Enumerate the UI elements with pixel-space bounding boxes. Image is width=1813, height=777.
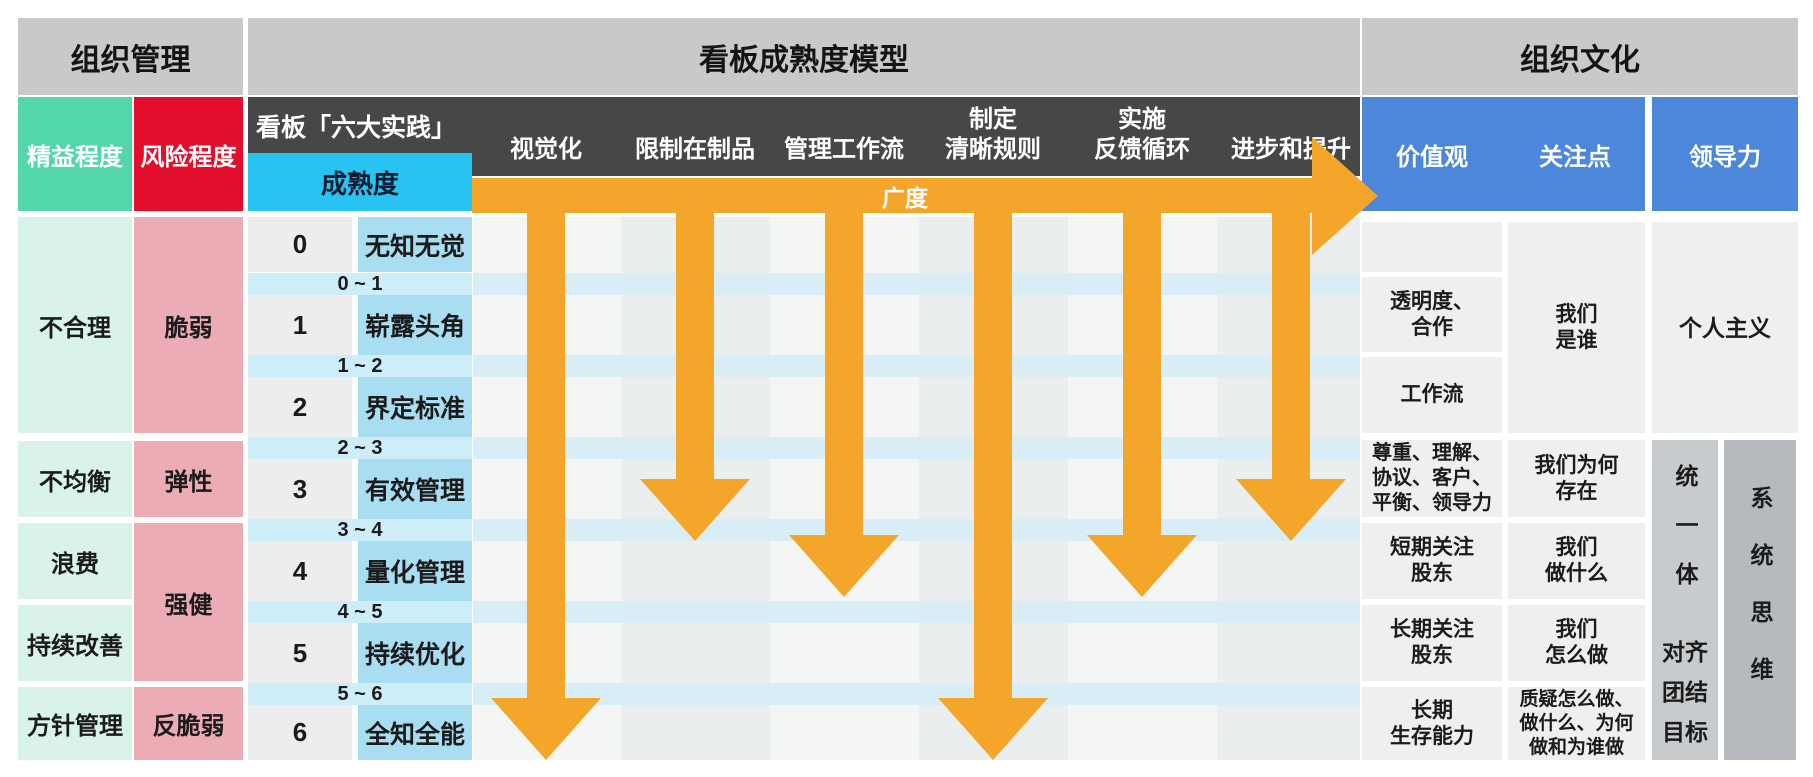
lean-cell-policy-management: 方针管理 xyxy=(18,687,132,760)
level-number: 6 xyxy=(248,705,352,760)
section-header-organization-culture: 组织文化 xyxy=(1362,18,1798,95)
focus-header: 关注点 xyxy=(1539,143,1611,171)
level-transition: 0 ~ 1 xyxy=(248,273,472,295)
leadership-header: 领导力 xyxy=(1652,97,1798,211)
level-transition: 3 ~ 4 xyxy=(248,519,472,541)
six-practices-label: 看板「六大实践」 xyxy=(256,114,457,142)
level-transition: 4 ~ 5 xyxy=(248,601,472,623)
leadership-cell-systems-thinking: 系统思维 xyxy=(1724,440,1796,760)
transition-band xyxy=(473,355,1360,377)
leadership-systems-thinking-label: 系统思维 xyxy=(1747,486,1773,714)
risk-cell-fragile: 脆弱 xyxy=(134,217,243,433)
level-name: 持续优化 xyxy=(358,623,472,683)
breadth-label: 广度 xyxy=(882,185,928,211)
depth-arrow-explicit-policies xyxy=(938,205,1048,760)
risk-cell-robust: 强健 xyxy=(134,523,243,681)
level-name: 有效管理 xyxy=(358,459,472,519)
values-cell-workflow: 工作流 xyxy=(1362,357,1502,433)
transition-band xyxy=(473,601,1360,623)
focus-cell-who-we-are: 我们 是谁 xyxy=(1508,222,1645,433)
transition-band xyxy=(473,683,1360,705)
practice-explicit-policies: 制定 清晰规则 xyxy=(945,106,1041,163)
level-transition: 5 ~ 6 xyxy=(248,683,472,705)
section-header-kanban-maturity-model: 看板成熟度模型 xyxy=(248,18,1360,95)
leadership-cell-individualism: 个人主义 xyxy=(1652,222,1798,433)
lean-degree-header: 精益程度 xyxy=(18,97,132,211)
values-focus-header-band xyxy=(1362,97,1645,211)
focus-cell-question-everything: 质疑怎么做、 做什么、为何 做和为谁做 xyxy=(1508,687,1645,760)
level-transition: 2 ~ 3 xyxy=(248,437,472,459)
level-number: 0 xyxy=(248,217,352,272)
depth-arrow-visualize xyxy=(491,205,601,760)
level-number: 4 xyxy=(248,541,352,601)
lean-cell-waste: 浪费 xyxy=(18,523,132,599)
depth-arrow-feedback-loops xyxy=(1087,205,1197,597)
transition-band xyxy=(473,437,1360,459)
practice-manage-flow: 管理工作流 xyxy=(784,136,904,163)
leadership-unity-label: 统一体 xyxy=(1672,463,1698,611)
breadth-arrow-head xyxy=(1312,137,1378,255)
leadership-cell-unity-aligned: 统一体 对齐 团结 目标 xyxy=(1652,440,1718,760)
level-number: 2 xyxy=(248,377,352,437)
lean-cell-unreasonable: 不合理 xyxy=(18,217,132,433)
section-header-organization-management: 组织管理 xyxy=(18,18,243,95)
level-transition: 1 ~ 2 xyxy=(248,355,472,377)
values-cell-long-term-shareholders: 长期关注 股东 xyxy=(1362,605,1502,681)
risk-cell-elastic: 弹性 xyxy=(134,441,243,517)
focus-cell-what-we-do: 我们 做什么 xyxy=(1508,523,1645,599)
depth-arrow-improve-evolve xyxy=(1236,205,1346,541)
level-name: 全知全能 xyxy=(358,705,472,760)
transition-band xyxy=(473,273,1360,295)
focus-cell-why-we-exist: 我们为何 存在 xyxy=(1508,440,1645,517)
focus-cell-how-we-do: 我们 怎么做 xyxy=(1508,605,1645,681)
leadership-aligned-goals-label: 对齐 团结 目标 xyxy=(1662,639,1708,745)
level-number: 1 xyxy=(248,295,352,355)
practice-visualize: 视觉化 xyxy=(510,136,582,163)
breadth-arrow-bar xyxy=(472,178,1312,213)
level-name: 崭露头角 xyxy=(358,295,472,355)
values-cell-long-term-survival: 长期 生存能力 xyxy=(1362,687,1502,760)
risk-cell-antifragile: 反脆弱 xyxy=(134,687,243,760)
level-name: 界定标准 xyxy=(358,377,472,437)
transition-band xyxy=(473,519,1360,541)
level-name: 量化管理 xyxy=(358,541,472,601)
values-cell-respect-understanding: 尊重、理解、 协议、客户、 平衡、领导力 xyxy=(1362,440,1502,517)
lean-cell-unbalanced: 不均衡 xyxy=(18,441,132,517)
practice-limit-wip: 限制在制品 xyxy=(635,136,755,163)
level-number: 5 xyxy=(248,623,352,683)
practice-feedback-loops: 实施 反馈循环 xyxy=(1094,106,1190,163)
risk-degree-header: 风险程度 xyxy=(134,97,243,211)
values-header: 价值观 xyxy=(1396,143,1468,171)
depth-arrow-manage-flow xyxy=(789,205,899,597)
level-name: 无知无觉 xyxy=(358,217,472,272)
values-cell-transparency-collaboration: 透明度、 合作 xyxy=(1362,277,1502,352)
maturity-header: 成熟度 xyxy=(248,153,472,211)
values-cell-empty xyxy=(1362,222,1502,272)
level-number: 3 xyxy=(248,459,352,519)
depth-arrow-limit-wip xyxy=(640,205,750,541)
lean-cell-continuous-improvement: 持续改善 xyxy=(18,605,132,681)
values-cell-short-term-shareholders: 短期关注 股东 xyxy=(1362,523,1502,599)
